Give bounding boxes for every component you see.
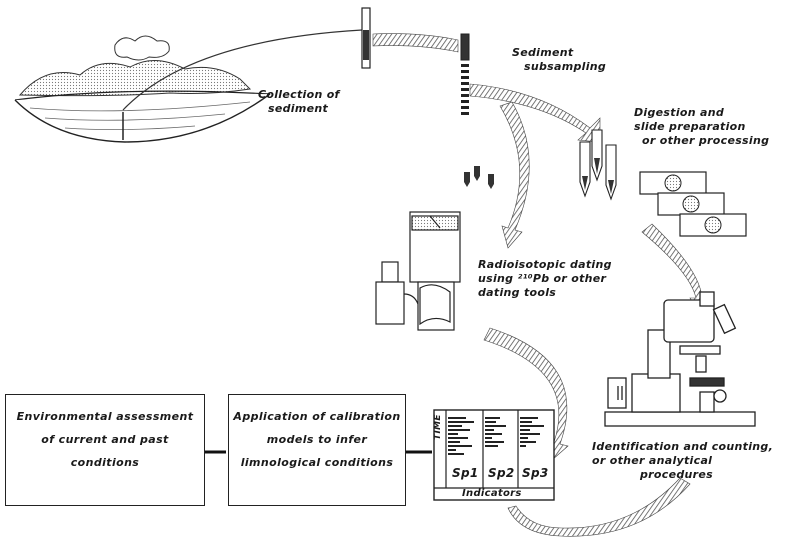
digestion-label-line-3: or other processing [634,134,769,148]
subsampling-label: Sediment subsampling [512,46,606,74]
assessment-box: Environmental assessment of current and … [5,394,205,506]
calibration-box-line-1: Application of calibration [229,405,405,428]
digestion-label: Digestion and slide preparation or other… [634,106,769,148]
microscope-icon [605,292,755,426]
flow-arrow-subsampling-to-digestion [470,84,600,142]
dating-equipment-icon [376,212,460,330]
collection-label-line-2: sediment [258,102,340,116]
calibration-box: Application of calibration models to inf… [228,394,406,506]
sample-vials-icon [464,166,494,189]
subsampling-label-line-1: Sediment [512,46,606,60]
species-column-2: Sp2 [488,466,514,480]
subsampled-core-icon [461,34,469,115]
assessment-box-line-2: of current and past [6,428,204,451]
identification-label: Identification and counting, or other an… [592,440,773,482]
dating-label-line-3: dating tools [478,286,612,300]
subsampling-label-line-2: subsampling [512,60,606,74]
species-column-1: Sp1 [452,466,478,480]
dating-label-line-1: Radioisotopic dating [478,258,612,272]
flow-arrow-subsampling-to-dating [500,102,529,248]
identification-label-line-3: procedures [592,468,773,482]
dating-label-line-2: using ²¹⁰Pb or other [478,272,612,286]
collection-label-line-1: Collection of [258,88,340,102]
lake-landscape-illustration [15,36,270,142]
digestion-label-line-2: slide preparation [634,120,769,134]
species-column-3: Sp3 [522,466,548,480]
digestion-label-line-1: Digestion and [634,106,769,120]
indicators-label: Indicators [462,487,522,501]
calibration-box-line-3: limnological conditions [229,451,405,474]
collection-label: Collection of sediment [258,88,340,116]
flow-arrow-collection-to-subsampling [373,34,458,52]
assessment-box-line-3: conditions [6,451,204,474]
identification-label-line-2: or other analytical [592,454,773,468]
calibration-box-line-2: models to infer [229,428,405,451]
assessment-box-line-1: Environmental assessment [6,405,204,428]
dating-label: Radioisotopic dating using ²¹⁰Pb or othe… [478,258,612,300]
identification-label-line-1: Identification and counting, [592,440,773,454]
microscope-slides-icon [640,172,746,236]
sediment-core-icon [362,8,370,68]
time-axis-label: TIME [431,414,445,440]
